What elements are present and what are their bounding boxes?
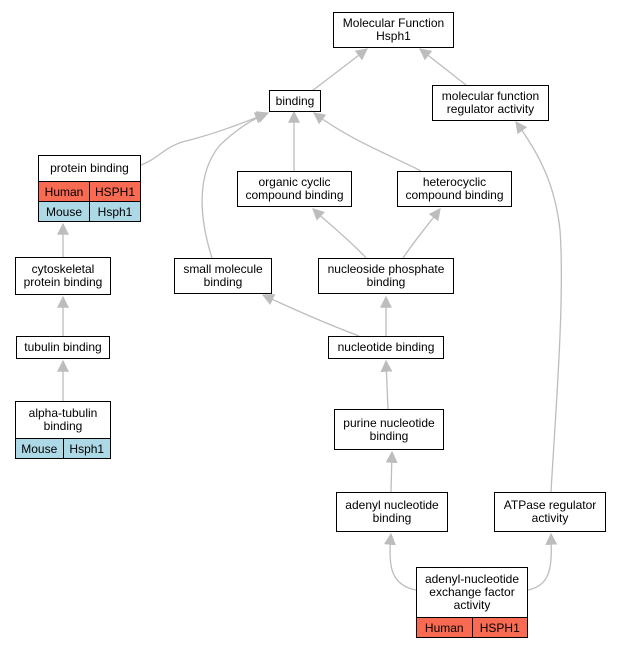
ortholog-row-mouse: Mouse Hsph1 <box>39 201 140 221</box>
node-label-line: activity <box>453 598 491 612</box>
node-label-line: nucleotide binding <box>337 340 435 354</box>
edge-nucphos-to-hetero <box>402 208 441 259</box>
edge-purine-to-nucleotide <box>380 359 393 410</box>
node-label-line: regulator activity <box>446 102 535 116</box>
edge-nucleotide-to-small <box>261 294 360 337</box>
node-label-line: nucleoside phosphate <box>327 262 445 276</box>
node-label-line: small molecule <box>183 262 263 276</box>
node-label-line: binding <box>366 275 406 289</box>
species-cell: Human <box>44 184 84 199</box>
node-label-line: protein binding <box>23 275 103 289</box>
node-label-line: adenyl-nucleotide <box>424 572 520 586</box>
node-label-line: binding <box>372 511 412 525</box>
edge-exchange-to-adenyl <box>383 532 417 591</box>
ortholog-row-mouse: Mouse Hsph1 <box>16 438 110 458</box>
species-cell: Mouse <box>21 441 58 456</box>
node-nucleotide-binding[interactable]: nucleotide binding <box>328 336 444 359</box>
node-tubulin-binding[interactable]: tubulin binding <box>16 336 110 359</box>
edge-exchange-to-atpase <box>527 532 558 591</box>
node-label-line: alpha-tubulin <box>28 406 98 420</box>
species-cell: Human <box>424 620 464 635</box>
node-label-line: exchange factor <box>429 585 515 599</box>
edge-small-to-binding <box>201 111 270 259</box>
node-protein-binding[interactable]: protein binding Human HSPH1 Mouse Hsph1 <box>38 155 141 222</box>
edge-binding-to-mf-root <box>311 48 368 92</box>
edge-atpase-to-mf-reg <box>515 121 563 493</box>
node-label-line: binding <box>203 275 243 289</box>
gene-cell: Hsph1 <box>62 439 111 458</box>
species-cell: Mouse <box>45 204 83 219</box>
gene-cell: HSPH1 <box>471 618 528 637</box>
node-label-line: binding <box>275 93 315 108</box>
node-label-line: heterocyclic <box>422 175 487 189</box>
node-label-line: molecular function <box>441 89 540 103</box>
node-binding[interactable]: binding <box>269 90 321 112</box>
node-label-line: adenyl nucleotide <box>345 498 439 512</box>
node-label-line: Hsph1 <box>376 29 411 43</box>
edge-adenyl-to-purine <box>385 450 398 493</box>
gene-cell: Hsph1 <box>89 202 140 221</box>
ortholog-row-human: Human HSPH1 <box>39 181 140 201</box>
node-label-line: compound binding <box>405 188 504 202</box>
edge-nucphos-to-organic <box>312 208 367 259</box>
node-label-line: activity <box>531 511 569 525</box>
node-label-line: ATPase regulator <box>503 498 597 512</box>
node-label-line: purine nucleotide <box>343 415 435 430</box>
node-label-line: tubulin binding <box>24 340 102 354</box>
node-label-line: protein binding <box>50 161 129 175</box>
edge-mf-reg-to-mf-root <box>419 48 467 86</box>
node-label-line: Molecular Function <box>342 16 445 30</box>
edge-hetero-to-binding <box>313 112 422 172</box>
gene-cell: HSPH1 <box>89 182 140 201</box>
node-label-line: compound binding <box>245 188 344 202</box>
node-label-line: binding <box>369 428 409 443</box>
edge-protein-to-binding <box>140 112 268 166</box>
ortholog-row-human: Human HSPH1 <box>417 617 527 637</box>
node-label-line: organic cyclic <box>258 175 331 189</box>
node-label-line: cytoskeletal <box>31 262 95 276</box>
node-label-line: binding <box>43 419 83 433</box>
